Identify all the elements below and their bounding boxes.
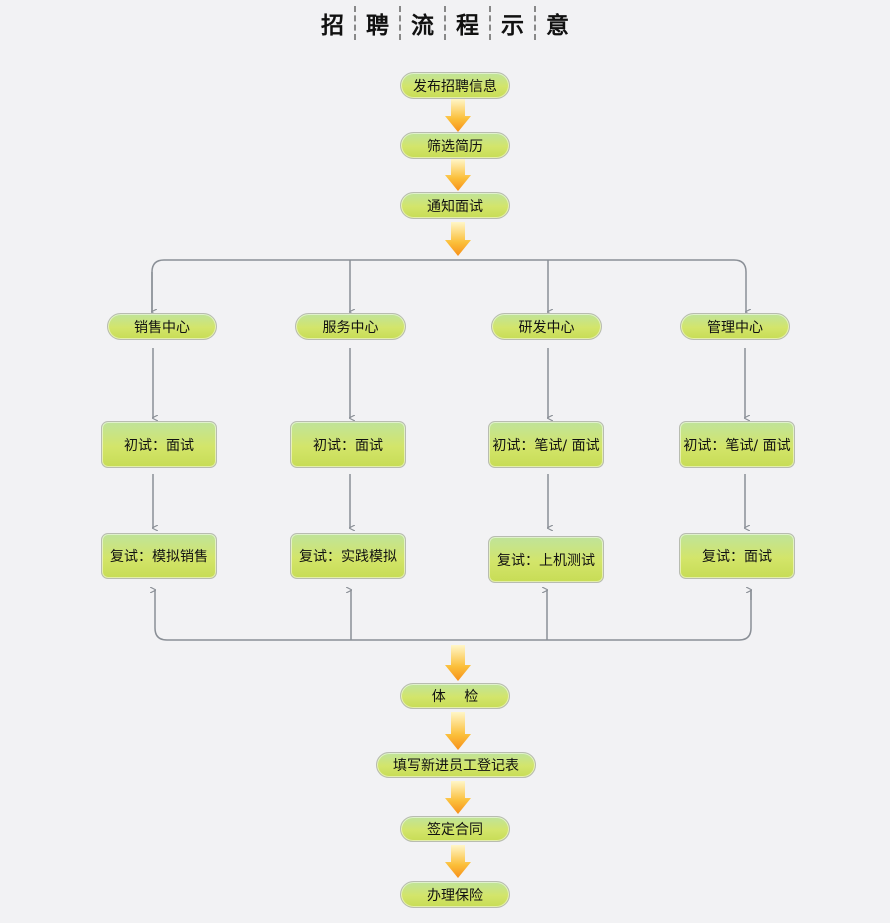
step-contract: 签定合同 xyxy=(400,816,510,842)
step-screen: 筛选简历 xyxy=(400,132,510,159)
first-interview-service: 初试：面试 xyxy=(290,421,406,468)
step-notify: 通知面试 xyxy=(400,192,510,219)
step-insurance: 办理保险 xyxy=(400,881,510,908)
first-interview-sales: 初试：面试 xyxy=(101,421,217,468)
flow-arrow-icon xyxy=(445,712,471,750)
title-char: 程 xyxy=(444,6,489,40)
step-publish: 发布招聘信息 xyxy=(400,72,510,99)
second-interview-management: 复试：面试 xyxy=(679,533,795,579)
title-char: 流 xyxy=(399,6,444,40)
flow-arrow-icon xyxy=(445,222,471,256)
flow-arrow-icon xyxy=(445,781,471,814)
merge-bracket xyxy=(155,590,752,641)
flow-arrows xyxy=(445,99,471,878)
step-medical: 体 检 xyxy=(400,683,510,709)
title-char: 聘 xyxy=(354,6,399,40)
first-interview-rnd: 初试：笔试/ 面试 xyxy=(488,421,604,468)
flow-arrow-icon xyxy=(445,845,471,878)
flow-arrow-icon xyxy=(445,99,471,132)
center-sales: 销售中心 xyxy=(107,313,217,340)
second-interview-sales: 复试：模拟销售 xyxy=(101,533,217,579)
step-registration: 填写新进员工登记表 xyxy=(376,752,536,778)
flow-arrow-icon xyxy=(445,159,471,191)
center-rnd: 研发中心 xyxy=(491,313,602,340)
title-char: 示 xyxy=(489,6,534,40)
flow-arrow-icon xyxy=(445,645,471,681)
second-interview-rnd: 复试：上机测试 xyxy=(488,536,604,583)
second-interview-service: 复试：实践模拟 xyxy=(290,533,406,579)
first-interview-management: 初试：笔试/ 面试 xyxy=(679,421,795,468)
center-service: 服务中心 xyxy=(295,313,406,340)
center-management: 管理中心 xyxy=(680,313,790,340)
title-char: 意 xyxy=(534,6,579,40)
title-char: 招 xyxy=(321,13,344,39)
branch-bracket xyxy=(151,259,746,312)
diagram-title: 招聘流程示意 xyxy=(0,6,890,40)
